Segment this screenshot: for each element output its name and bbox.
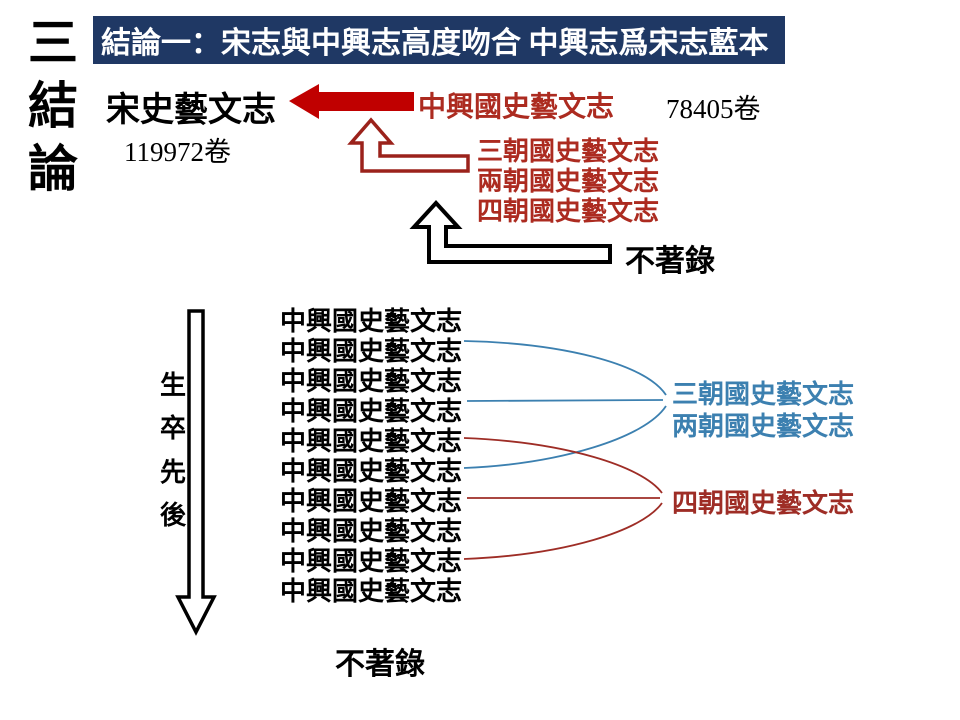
black-elbow-up-arrow-icon xyxy=(409,200,612,264)
zhongxing-entry: 中興國史藝文志 xyxy=(280,367,463,396)
zhongxing-entry-list: 中興國史藝文志 中興國史藝文志 中興國史藝文志 中興國史藝文志 中興國史藝文志 … xyxy=(280,307,462,607)
group-label-sichao: 四朝國史藝文志 xyxy=(672,489,855,518)
source-history-sichao: 四朝國史藝文志 xyxy=(477,197,660,226)
zhongxing-entry: 中興國史藝文志 xyxy=(280,427,463,456)
song-zhi-volume-count: 119972卷 xyxy=(124,137,231,167)
timeline-axis-label: 生 卒 先 後 xyxy=(158,372,188,529)
source-history-sanchao: 三朝國史藝文志 xyxy=(477,137,660,166)
source-history-liangchao: 兩朝國史藝文志 xyxy=(477,167,660,196)
conclusion-banner: 結論一：宋志與中興志高度吻合 中興志爲宋志藍本 xyxy=(93,16,785,64)
axis-char-zu: 卒 xyxy=(159,414,186,444)
red-connector-curves xyxy=(463,437,663,560)
group-label-liangchao: 两朝國史藝文志 xyxy=(672,412,855,441)
song-zhi-title: 宋史藝文志 xyxy=(106,92,276,129)
group-label-sanchao: 三朝國史藝文志 xyxy=(672,380,855,409)
zhongxing-zhi-title: 中興國史藝文志 xyxy=(418,92,615,123)
chapter-char-2: 論 xyxy=(28,141,78,197)
zhongxing-zhi-volume-count: 78405卷 xyxy=(666,94,761,124)
zhongxing-entry: 中興國史藝文志 xyxy=(280,337,463,366)
axis-char-xian: 先 xyxy=(159,457,186,487)
blue-connector-curves xyxy=(463,340,667,469)
conclusion-banner-title: 結論一：宋志與中興志高度吻合 中興志爲宋志藍本 xyxy=(101,27,769,60)
chapter-title: 三 結 論 xyxy=(24,18,82,194)
axis-char-hou: 後 xyxy=(159,500,186,530)
not-recorded-top-label: 不著錄 xyxy=(625,245,715,278)
down-arrow-icon xyxy=(175,309,217,636)
source-histories-list: 三朝國史藝文志 兩朝國史藝文志 四朝國史藝文志 xyxy=(477,137,659,227)
left-arrow-icon xyxy=(289,84,414,119)
chapter-char-1: 結 xyxy=(28,78,78,134)
axis-char-sheng: 生 xyxy=(159,371,186,400)
zhongxing-entry: 中興國史藝文志 xyxy=(280,457,463,486)
zhongxing-entry: 中興國史藝文志 xyxy=(280,307,463,336)
chapter-number: 三 xyxy=(28,15,78,71)
zhongxing-entry: 中興國史藝文志 xyxy=(280,577,463,606)
not-recorded-bottom-label: 不著錄 xyxy=(335,648,425,681)
zhongxing-entry: 中興國史藝文志 xyxy=(280,547,463,576)
zhongxing-entry: 中興國史藝文志 xyxy=(280,397,463,426)
red-elbow-up-arrow-icon xyxy=(347,117,470,173)
zhongxing-entry: 中興國史藝文志 xyxy=(280,517,463,546)
zhongxing-entry: 中興國史藝文志 xyxy=(280,487,463,516)
